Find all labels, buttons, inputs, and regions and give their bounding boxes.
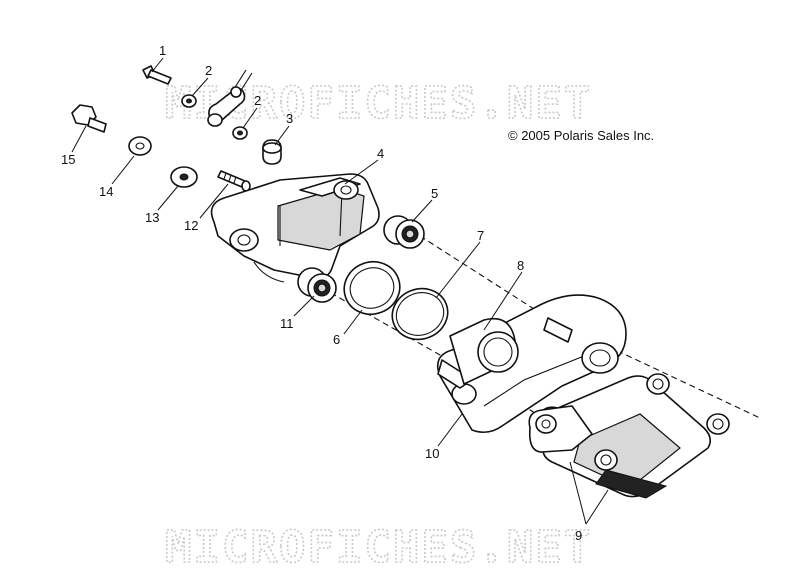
callout-13: 13 (145, 210, 159, 225)
callout-labels: 1 2 2 3 4 5 6 7 8 9 10 11 12 13 14 15 (61, 43, 582, 543)
callout-8: 8 (517, 258, 524, 273)
watermark-bottom: MICROFICHES.NET (165, 522, 592, 573)
part-14-washer (128, 136, 152, 156)
part-1-bolt (142, 65, 172, 85)
callout-4: 4 (377, 146, 384, 161)
callout-3: 3 (286, 111, 293, 126)
part-8-piston (449, 317, 519, 385)
callout-5: 5 (431, 186, 438, 201)
part-11-bushing (297, 267, 337, 303)
callout-7: 7 (477, 228, 484, 243)
callout-10: 10 (425, 446, 439, 461)
part-12-pin (217, 170, 251, 192)
callout-2b: 2 (254, 93, 261, 108)
part-9-inner-pad (528, 405, 668, 499)
part-6-seal (343, 260, 401, 316)
part-3-cap (262, 139, 282, 165)
callout-2a: 2 (205, 63, 212, 78)
part-13-washer (170, 166, 198, 188)
part-5-bushing (383, 215, 425, 249)
callout-11: 11 (280, 316, 294, 331)
leader-lines (71, 57, 609, 525)
part-15-bolt (71, 104, 107, 133)
part-4-caliper-body (210, 173, 380, 283)
copyright-notice: © 2005 Polaris Sales Inc. (508, 128, 654, 143)
callout-15: 15 (61, 152, 75, 167)
callout-6: 6 (333, 332, 340, 347)
callout-9: 9 (575, 528, 582, 543)
banjo-fitting (207, 69, 253, 127)
callout-14: 14 (99, 184, 113, 199)
part-2-washer-a (181, 94, 197, 108)
part-7-seal (391, 287, 449, 341)
part-2-washer-b (232, 126, 248, 140)
callout-12: 12 (184, 218, 198, 233)
callout-1: 1 (159, 43, 166, 58)
